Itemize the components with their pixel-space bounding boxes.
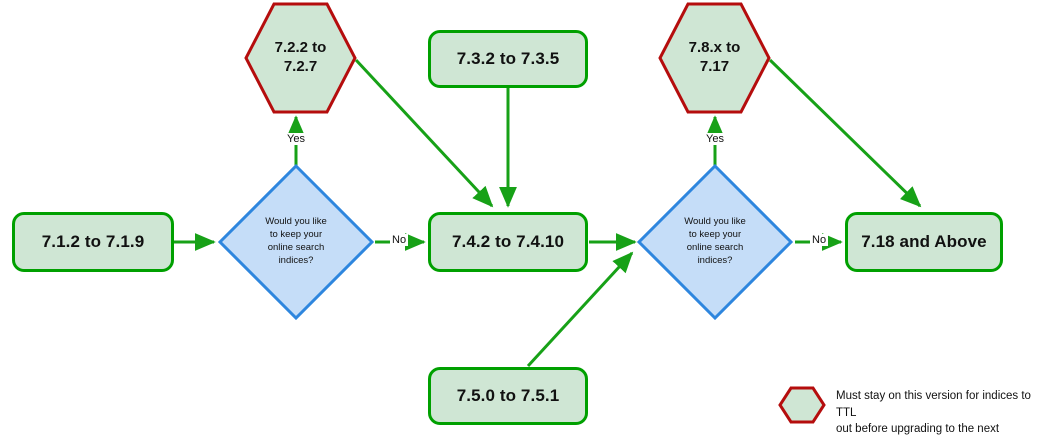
node-v78x-label: 7.8.x to 7.17 <box>688 39 741 75</box>
edge-v750-to-d2 <box>526 251 634 368</box>
edge-label-no-right: No <box>810 234 829 246</box>
edge-v78x-to-v718 <box>768 58 922 208</box>
node-v722-label: 7.2.2 to 7.2.7 <box>274 39 327 75</box>
node-v732-label: 7.3.2 to 7.3.5 <box>456 49 560 68</box>
node-v750[interactable]: 7.5.0 to 7.5.1 <box>428 367 588 425</box>
node-decision-right-label: Would you like to keep your online searc… <box>684 216 746 266</box>
node-decision-left-label: Would you like to keep your online searc… <box>265 216 327 266</box>
node-v718-label: 7.18 and Above <box>861 232 987 251</box>
node-v722[interactable]: 7.2.2 to 7.2.7 <box>244 2 357 114</box>
edge-label-yes-left: Yes <box>285 133 307 145</box>
legend-hexagon-icon <box>778 386 826 424</box>
legend-description: Must stay on this version for indices to… <box>836 390 1031 435</box>
node-v732[interactable]: 7.3.2 to 7.3.5 <box>428 30 588 88</box>
edge-label-no-left: No <box>390 234 409 246</box>
edge-label-yes-right: Yes <box>704 133 726 145</box>
node-decision-right[interactable]: Would you like to keep your online searc… <box>637 164 793 320</box>
node-v712-label: 7.1.2 to 7.1.9 <box>41 232 145 251</box>
node-v718[interactable]: 7.18 and Above <box>845 212 1003 272</box>
edge-v722-to-v742 <box>354 58 494 208</box>
node-v742[interactable]: 7.4.2 to 7.4.10 <box>428 212 588 272</box>
node-decision-left[interactable]: Would you like to keep your online searc… <box>218 164 374 320</box>
hexagon-shape <box>658 2 771 114</box>
node-v78x[interactable]: 7.8.x to 7.17 <box>658 2 771 114</box>
node-v712[interactable]: 7.1.2 to 7.1.9 <box>12 212 174 272</box>
hexagon-shape <box>244 2 357 114</box>
node-v750-label: 7.5.0 to 7.5.1 <box>456 386 560 405</box>
diamond-shape <box>637 164 793 320</box>
node-v742-label: 7.4.2 to 7.4.10 <box>451 232 565 251</box>
diamond-shape <box>218 164 374 320</box>
legend: Must stay on this version for indices to… <box>770 380 1040 435</box>
